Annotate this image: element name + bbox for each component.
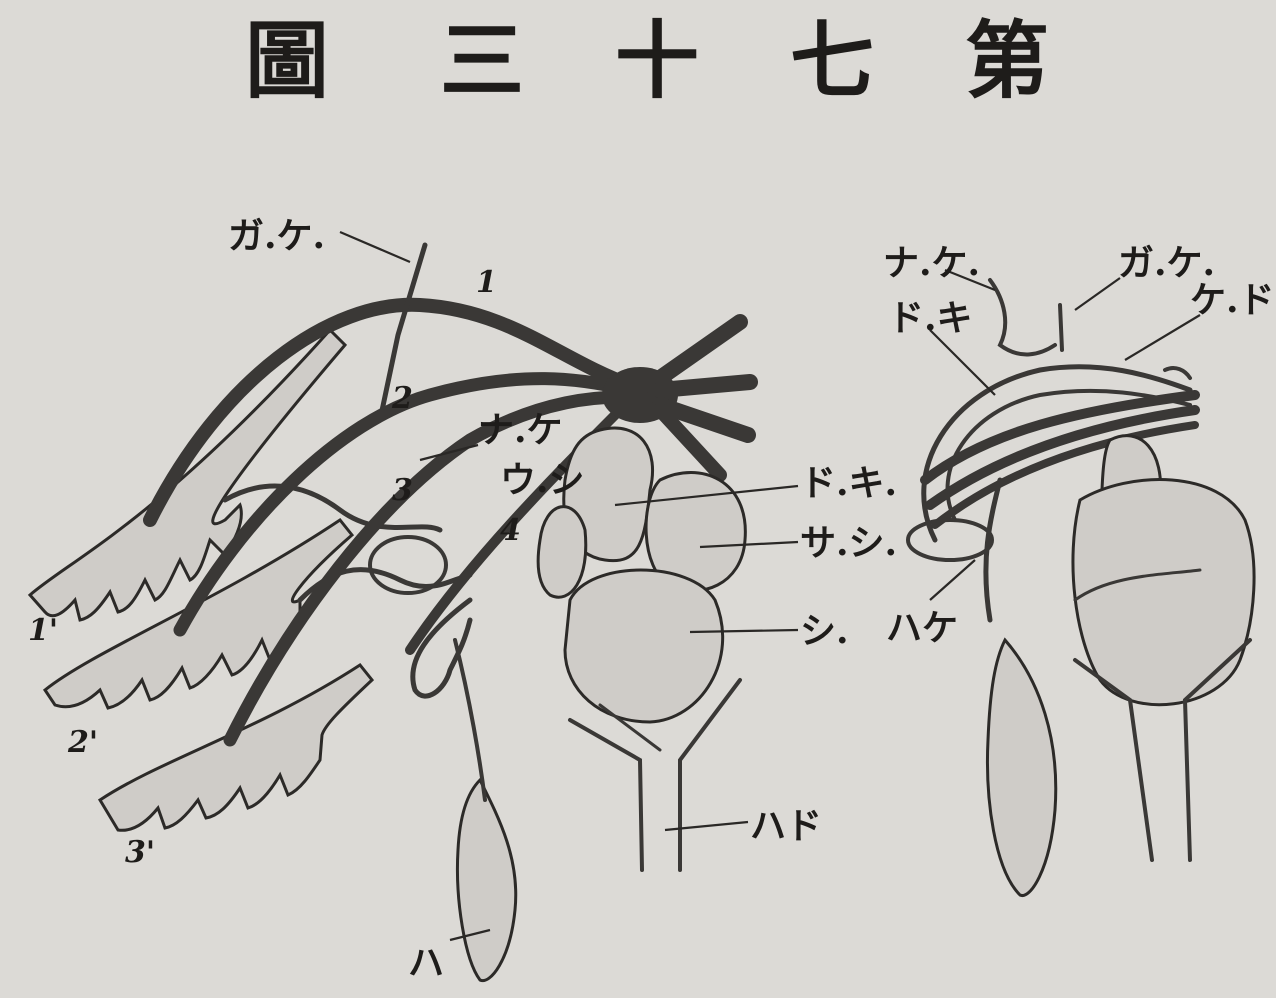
title-char-3: 十: [615, 11, 699, 110]
arch-number-3: 3: [392, 473, 413, 508]
leader-gake: [340, 232, 410, 262]
label-u-shi: ウ.シ: [500, 459, 585, 501]
leader-hado: [665, 822, 748, 830]
leader-right-kedo: [1125, 315, 1200, 360]
arch-number-2: 2: [391, 381, 413, 416]
gill-comb-3: [100, 665, 372, 830]
right-label-ga-ke: ガ.ケ.: [1118, 242, 1215, 284]
right-side-loop: [908, 520, 992, 560]
right-label-do-ki: ド.キ: [888, 297, 973, 339]
title-char-4: 三: [440, 11, 524, 110]
heart-ventricle: [565, 570, 723, 722]
ha-organ: [457, 780, 515, 981]
arch-number-1: 1: [476, 265, 497, 300]
label-shi: シ.: [800, 610, 849, 652]
left-diagram: ガ.ケ. ナ.ケ ウ.シ ド.キ. サ.シ. シ. ハド ハ 1 2 3 4 1…: [28, 215, 897, 984]
right-diagram: ナ.ケ. ガ.ケ. ケ.ド. ド.キ ハケ: [883, 242, 1276, 896]
label-sa-shi: サ.シ.: [800, 522, 897, 564]
gill-number-2: 2': [67, 725, 98, 760]
leader-right-gake: [1075, 278, 1120, 310]
descending-vessel-left: [570, 720, 642, 870]
arch-number-4: 4: [500, 513, 521, 548]
title-char-5: 圖: [245, 11, 329, 110]
leader-right-doki: [930, 330, 995, 395]
right-top-vessel-left: [990, 280, 1055, 354]
label-ha-do: ハド: [750, 805, 822, 847]
gill-number-3: 3': [125, 835, 155, 870]
right-top-vessel-mid: [1060, 305, 1062, 350]
label-ga-ke: ガ.ケ.: [228, 215, 325, 257]
label-do-ki: ド.キ.: [800, 462, 897, 504]
right-top-vessel-right: [1165, 368, 1190, 378]
ha-vessel: [455, 640, 485, 800]
heart-left-bulb: [538, 507, 586, 598]
title-char-1: 第: [965, 11, 1049, 110]
label-na-ke: ナ.ケ: [478, 409, 563, 451]
figure-title: 第 七 十 三 圖: [245, 11, 1049, 110]
label-ha: ハ: [408, 942, 444, 984]
right-label-na-ke: ナ.ケ.: [883, 242, 980, 284]
branch-right-1: [660, 382, 750, 390]
right-heart-ventricle: [1073, 480, 1254, 705]
title-char-2: 七: [790, 11, 874, 110]
right-label-ha-ke: ハケ: [886, 607, 958, 649]
right-hake-organ: [987, 640, 1055, 896]
gill-number-1: 1': [28, 613, 58, 648]
branch-upper: [650, 322, 740, 385]
right-label-ke-do: ケ.ド.: [1190, 279, 1276, 321]
leader-right-hake: [930, 560, 975, 600]
